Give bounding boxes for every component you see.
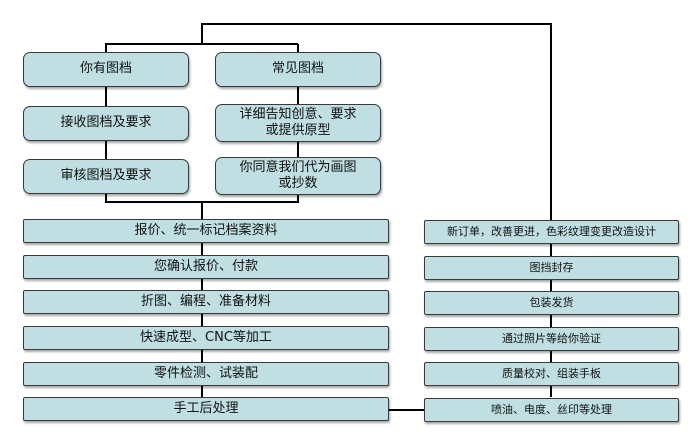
step-post-processing: 手工后处理 bbox=[23, 397, 389, 421]
step-confirm-payment: 您确认报价、付款 bbox=[23, 255, 389, 279]
step-ship: 包装发货 bbox=[424, 291, 679, 315]
step-rapid-machining: 快速成型、CNC等加工 bbox=[23, 326, 389, 350]
step-new-order: 新订单，改善更进，色彩纹理变更改造设计 bbox=[424, 220, 679, 244]
step-prepare-materials: 折图、编程、准备材料 bbox=[23, 290, 389, 314]
loop-connector bbox=[105, 23, 552, 220]
step-quality-check: 质量校对、组装手板 bbox=[424, 362, 679, 386]
step-archive: 图挡封存 bbox=[424, 256, 679, 280]
box-review-drawings: 审核图档及要求 bbox=[23, 159, 189, 194]
box-common-drawings: 常见图档 bbox=[215, 52, 381, 87]
box-agree-drawing: 你同意我们代为画图或抄数 bbox=[215, 157, 381, 195]
box-receive-drawings: 接收图档及要求 bbox=[23, 106, 189, 141]
step-quote: 报价、统一标记档案资料 bbox=[23, 219, 389, 243]
step-inspection: 零件检测、试装配 bbox=[23, 362, 389, 386]
merge-connector bbox=[105, 196, 299, 203]
step-painting: 喷油、电度、丝印等处理 bbox=[424, 398, 679, 422]
box-you-have-drawings: 你有图档 bbox=[23, 52, 189, 87]
step-photo-verify: 通过照片等给你验证 bbox=[424, 327, 679, 351]
box-detail-requirements: 详细告知创意、要求或提供原型 bbox=[215, 104, 381, 142]
